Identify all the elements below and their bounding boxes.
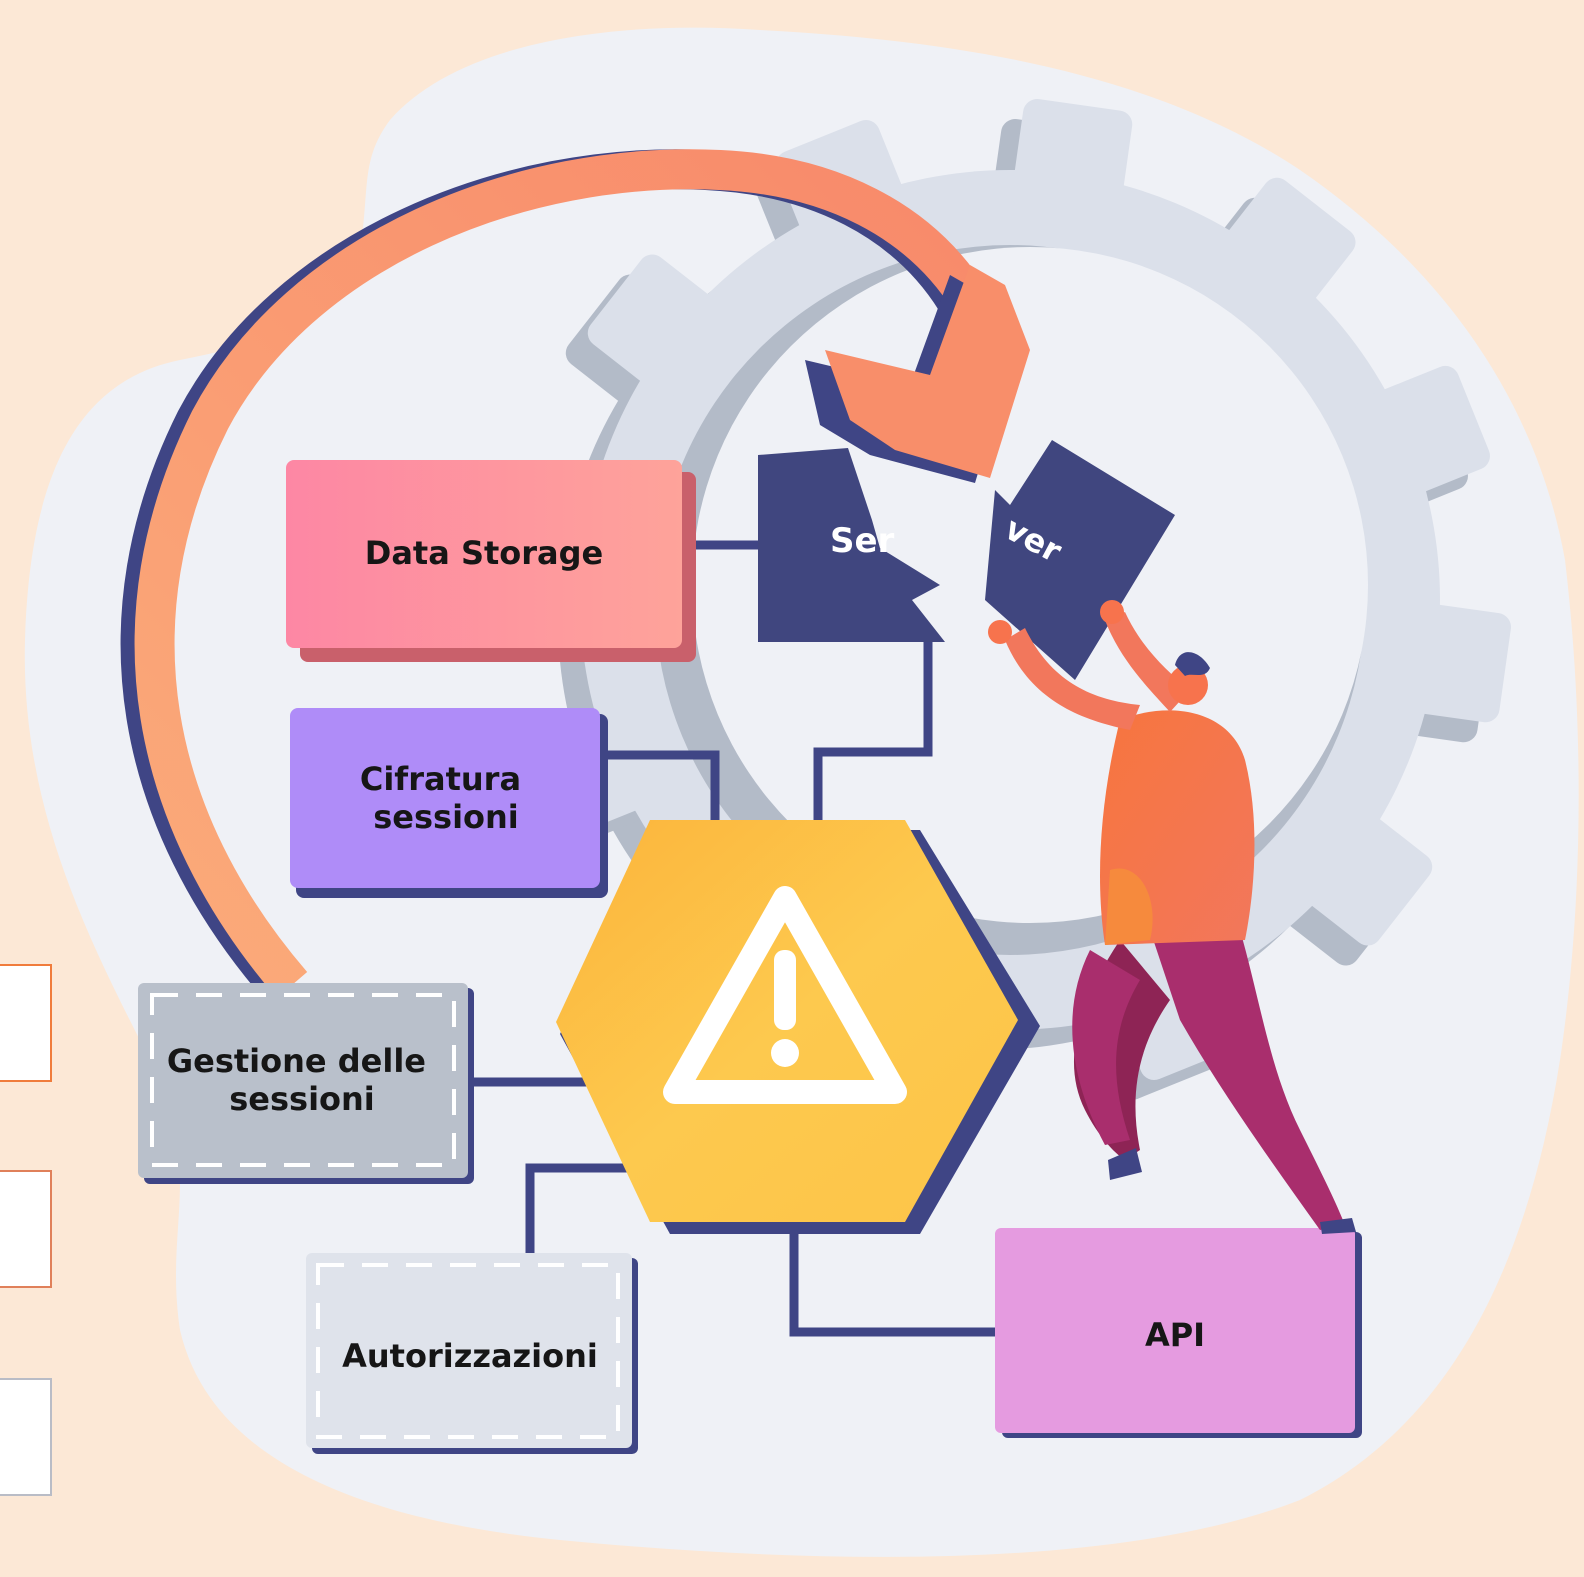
server-right-piece: [985, 440, 1175, 680]
warning-icon: [663, 886, 907, 1104]
gear-tooth: [1390, 601, 1511, 723]
cifratura-node: Cifratura sessioni: [290, 708, 608, 898]
gestione-label-line1: Gestione delle: [167, 1042, 426, 1080]
connector-lines: [468, 540, 998, 1337]
server-left-piece: [758, 448, 945, 642]
api-label: API: [1145, 1316, 1205, 1354]
edge-card-3: [0, 1378, 52, 1496]
gear-tooth: [1355, 365, 1490, 501]
api-node: API: [995, 1228, 1362, 1438]
gear-tooth: [1212, 177, 1356, 321]
autorizzazioni-node: Autorizzazioni: [306, 1253, 638, 1454]
curved-arrow-icon: [120, 149, 1030, 999]
svg-text:Cifratura sessioni: Cifratura sessioni: [360, 760, 532, 836]
gear-tooth: [587, 254, 731, 398]
person-illustration: [988, 600, 1356, 1234]
connector-autorizzazioni: [525, 1163, 640, 1255]
gestione-node: Gestione delle sessioni: [138, 983, 474, 1184]
gear-tooth: [1289, 802, 1433, 946]
connector-cifratura: [598, 750, 720, 830]
edge-card-2: [0, 1170, 52, 1288]
connector-api: [789, 1230, 998, 1337]
data-storage-node: Data Storage: [286, 460, 696, 662]
warning-hexagon: [556, 820, 1040, 1234]
server-label-part1: Ser: [830, 521, 895, 561]
data-storage-label: Data Storage: [365, 534, 604, 572]
gestione-label-line2: sessioni: [229, 1080, 375, 1118]
cifratura-label-line1: Cifratura: [360, 760, 521, 798]
cifratura-label-line2: sessioni: [373, 798, 519, 836]
edge-card-1: [0, 964, 52, 1082]
gear-tooth: [1011, 99, 1133, 220]
autorizzazioni-label: Autorizzazioni: [342, 1337, 598, 1375]
svg-text:Gestione delle sessioni: Gestione delle sessioni: [167, 1042, 437, 1118]
server-block: Ser ver: [758, 440, 1175, 680]
connector-server: [813, 640, 933, 830]
